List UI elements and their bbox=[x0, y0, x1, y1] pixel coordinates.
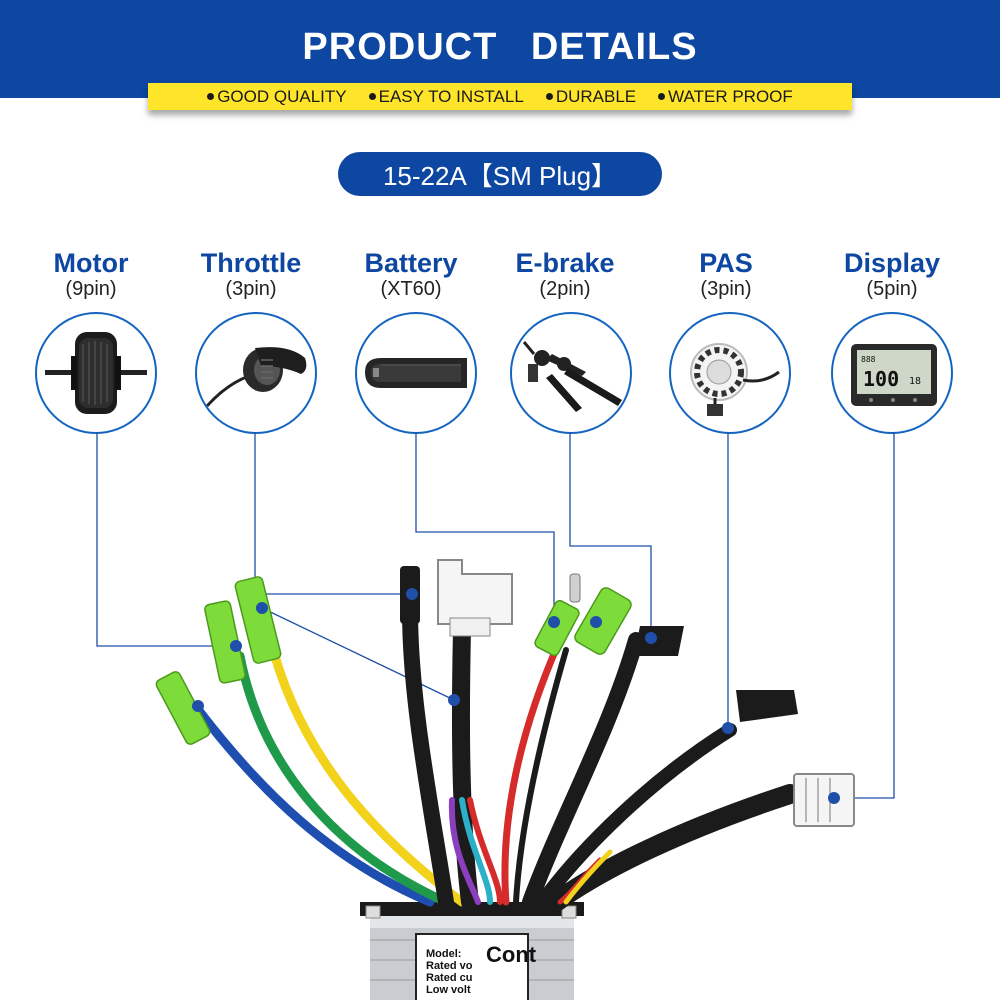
component-battery: Battery (XT60) bbox=[331, 248, 491, 300]
brake-lever-icon bbox=[522, 341, 622, 412]
controller-label-line: Rated vo bbox=[426, 960, 473, 972]
hub-motor-icon bbox=[45, 332, 147, 414]
ebrake-image bbox=[510, 312, 632, 434]
component-name: E-brake bbox=[515, 248, 615, 278]
controller-label-line: Rated cu bbox=[426, 972, 473, 984]
component-display: Display (5pin) bbox=[812, 248, 972, 300]
battery-image bbox=[355, 312, 477, 434]
display-small: 18 bbox=[909, 376, 921, 387]
component-name: Battery bbox=[364, 248, 458, 278]
throttle-image bbox=[195, 312, 317, 434]
controller-label-line: Model: bbox=[426, 948, 462, 960]
component-pin: (3pin) bbox=[225, 278, 277, 300]
ebrake-plug bbox=[634, 626, 684, 656]
page-title: PRODUCT DETAILS bbox=[302, 26, 698, 68]
feature-item: EASY TO INSTALL bbox=[368, 87, 524, 107]
display-image: 888 100 18 bbox=[831, 312, 953, 434]
display-speed: 100 bbox=[863, 367, 899, 391]
bullet-pin bbox=[569, 573, 581, 603]
component-pin: (9pin) bbox=[65, 278, 117, 300]
component-ebrake: E-brake (2pin) bbox=[485, 248, 645, 300]
controller-label-line: Low volt bbox=[426, 984, 471, 996]
bullet-icon bbox=[368, 93, 376, 100]
bullet-icon bbox=[658, 93, 666, 100]
display-white-plug bbox=[793, 773, 855, 827]
component-pin: (2pin) bbox=[539, 278, 591, 300]
component-name: Throttle bbox=[200, 248, 302, 278]
spec-pill: 15-22A【SM Plug】 bbox=[338, 152, 662, 196]
motor-white-plug bbox=[437, 559, 513, 625]
component-pas: PAS (3pin) bbox=[646, 248, 806, 300]
component-pin: (5pin) bbox=[866, 278, 918, 300]
feature-item: GOOD QUALITY bbox=[207, 87, 347, 107]
motor-image bbox=[35, 312, 157, 434]
connector-green bbox=[534, 599, 580, 657]
controller-label-title: Cont bbox=[486, 942, 537, 967]
feature-item: DURABLE bbox=[545, 87, 636, 107]
component-throttle: Throttle (3pin) bbox=[171, 248, 331, 300]
component-name: PAS bbox=[699, 248, 753, 278]
pas-plug bbox=[736, 690, 798, 722]
wires bbox=[195, 602, 800, 912]
controller-box bbox=[360, 902, 584, 1000]
bullet-icon bbox=[207, 93, 215, 100]
component-pin: (XT60) bbox=[380, 278, 442, 300]
thumb-throttle-icon bbox=[205, 347, 307, 408]
component-pin: (3pin) bbox=[700, 278, 752, 300]
feature-bar: GOOD QUALITY EASY TO INSTALL DURABLE WAT… bbox=[148, 83, 852, 110]
pas-image bbox=[669, 312, 791, 434]
component-motor: Motor (9pin) bbox=[11, 248, 171, 300]
component-name: Motor bbox=[53, 248, 129, 278]
connector-green bbox=[234, 576, 282, 664]
header-banner: PRODUCT DETAILS bbox=[0, 0, 1000, 98]
connector-green bbox=[574, 587, 632, 655]
connector-green bbox=[204, 600, 246, 684]
green-connectors bbox=[155, 573, 632, 745]
lcd-display-icon: 888 100 18 bbox=[851, 344, 937, 406]
plugs bbox=[400, 559, 855, 827]
component-name: Display bbox=[843, 248, 941, 278]
feature-item: WATER PROOF bbox=[658, 87, 793, 107]
battery-icon bbox=[365, 358, 467, 388]
display-digits: 888 bbox=[861, 355, 876, 364]
bullet-icon bbox=[545, 93, 553, 100]
connection-dots bbox=[192, 588, 840, 804]
pas-sensor-icon bbox=[690, 343, 780, 416]
